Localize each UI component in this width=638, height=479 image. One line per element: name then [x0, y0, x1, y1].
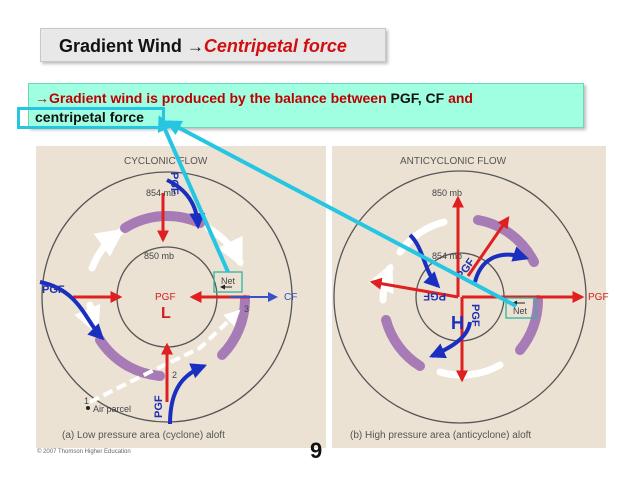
cyclonic-caption: (a) Low pressure area (cyclone) aloft — [62, 430, 225, 441]
pgf-label-left: PGF — [42, 284, 65, 296]
blue-pgf-curve-b — [473, 246, 530, 283]
title-box: Gradient Wind →Centripetal force — [40, 28, 386, 62]
callout-cf: CF — [425, 90, 445, 106]
isobar-outer-ring — [41, 171, 293, 423]
anticyclonic-net-label: Net — [513, 306, 528, 316]
anticyclonic-inner-isobar-label: 854 mb — [432, 251, 462, 261]
air-parcel-label: Air parcel — [93, 404, 131, 414]
callout-arrow: → — [35, 90, 49, 106]
cyclonic-heading: CYCLONIC FLOW — [124, 156, 208, 167]
position-2-label: 2 — [172, 370, 177, 380]
air-parcel-path — [89, 309, 241, 404]
callout-comma: , — [417, 90, 426, 106]
purple-flow-band — [381, 315, 425, 371]
cyclonic-flow-bands — [74, 210, 250, 381]
cyan-pointer-from-anticyclonic-net — [165, 120, 517, 308]
pgf-arrow-diagonal — [466, 216, 510, 277]
blue-pgf-curve-a — [408, 233, 441, 289]
blue-pgf-curve-left — [39, 280, 105, 341]
cyclonic-inner-pgf-label: PGF — [155, 292, 176, 303]
cyclonic-inner-isobar-label: 850 mb — [144, 251, 174, 261]
anticyclonic-outer-isobar-label: 850 mb — [432, 188, 462, 198]
white-flow-arrow — [88, 228, 125, 272]
cf-label: CF — [284, 292, 297, 303]
air-parcel-dot — [86, 406, 90, 410]
cyclonic-net-label: Net — [221, 276, 236, 286]
anticyclonic-net-box — [505, 297, 537, 319]
callout-pgf: PGF — [390, 90, 418, 106]
purple-flow-band — [217, 295, 250, 360]
purple-flow-band — [95, 335, 165, 381]
position-3-label: 3 — [244, 304, 249, 314]
white-flow-arrow — [436, 361, 504, 379]
blue-pgf-curve-bottom — [168, 363, 207, 425]
blue-pgf-curve-c — [429, 321, 472, 359]
callout-box: →Gradient wind is produced by the balanc… — [28, 83, 584, 128]
blue-pgf-curve-top — [166, 178, 206, 230]
callout-line2: centripetal force — [35, 109, 144, 125]
white-flow-arrow — [396, 218, 448, 256]
title-arrow: → — [186, 37, 204, 56]
pgf-label-b: PGF — [423, 290, 446, 302]
slide-number: 9 — [310, 438, 323, 463]
position-1-label: 1 — [84, 396, 89, 406]
cyclonic-outer-isobar-label: 854 mb — [146, 188, 176, 198]
title-emphasis: Centripetal force — [203, 36, 347, 56]
anticyclonic-caption: (b) High pressure area (anticyclone) alo… — [350, 430, 531, 441]
pgf-label-c: PGF — [469, 304, 481, 327]
anticyclonic-heading: ANTICYCLONIC FLOW — [400, 156, 507, 167]
pgf-arrow-left — [369, 277, 459, 299]
isobar-outer-ring — [333, 170, 587, 424]
cyan-pointer-from-cyclonic-net — [157, 115, 230, 273]
high-pressure-label: H — [451, 313, 464, 333]
anticyclonic-outer-pgf-label: PGF — [588, 292, 609, 303]
copyright-text: © 2007 Thomson Higher Education — [37, 449, 131, 455]
low-pressure-label: L — [161, 305, 171, 322]
callout-text-part1: Gradient wind is produced by the balance… — [49, 90, 391, 106]
pgf-label-top: PGF — [168, 172, 180, 195]
purple-flow-band — [515, 295, 544, 355]
callout-and: and — [444, 90, 473, 106]
pgf-label-bottom: PGF — [153, 395, 165, 418]
title-main: Gradient Wind — [59, 36, 187, 56]
purple-flow-band — [473, 215, 539, 267]
